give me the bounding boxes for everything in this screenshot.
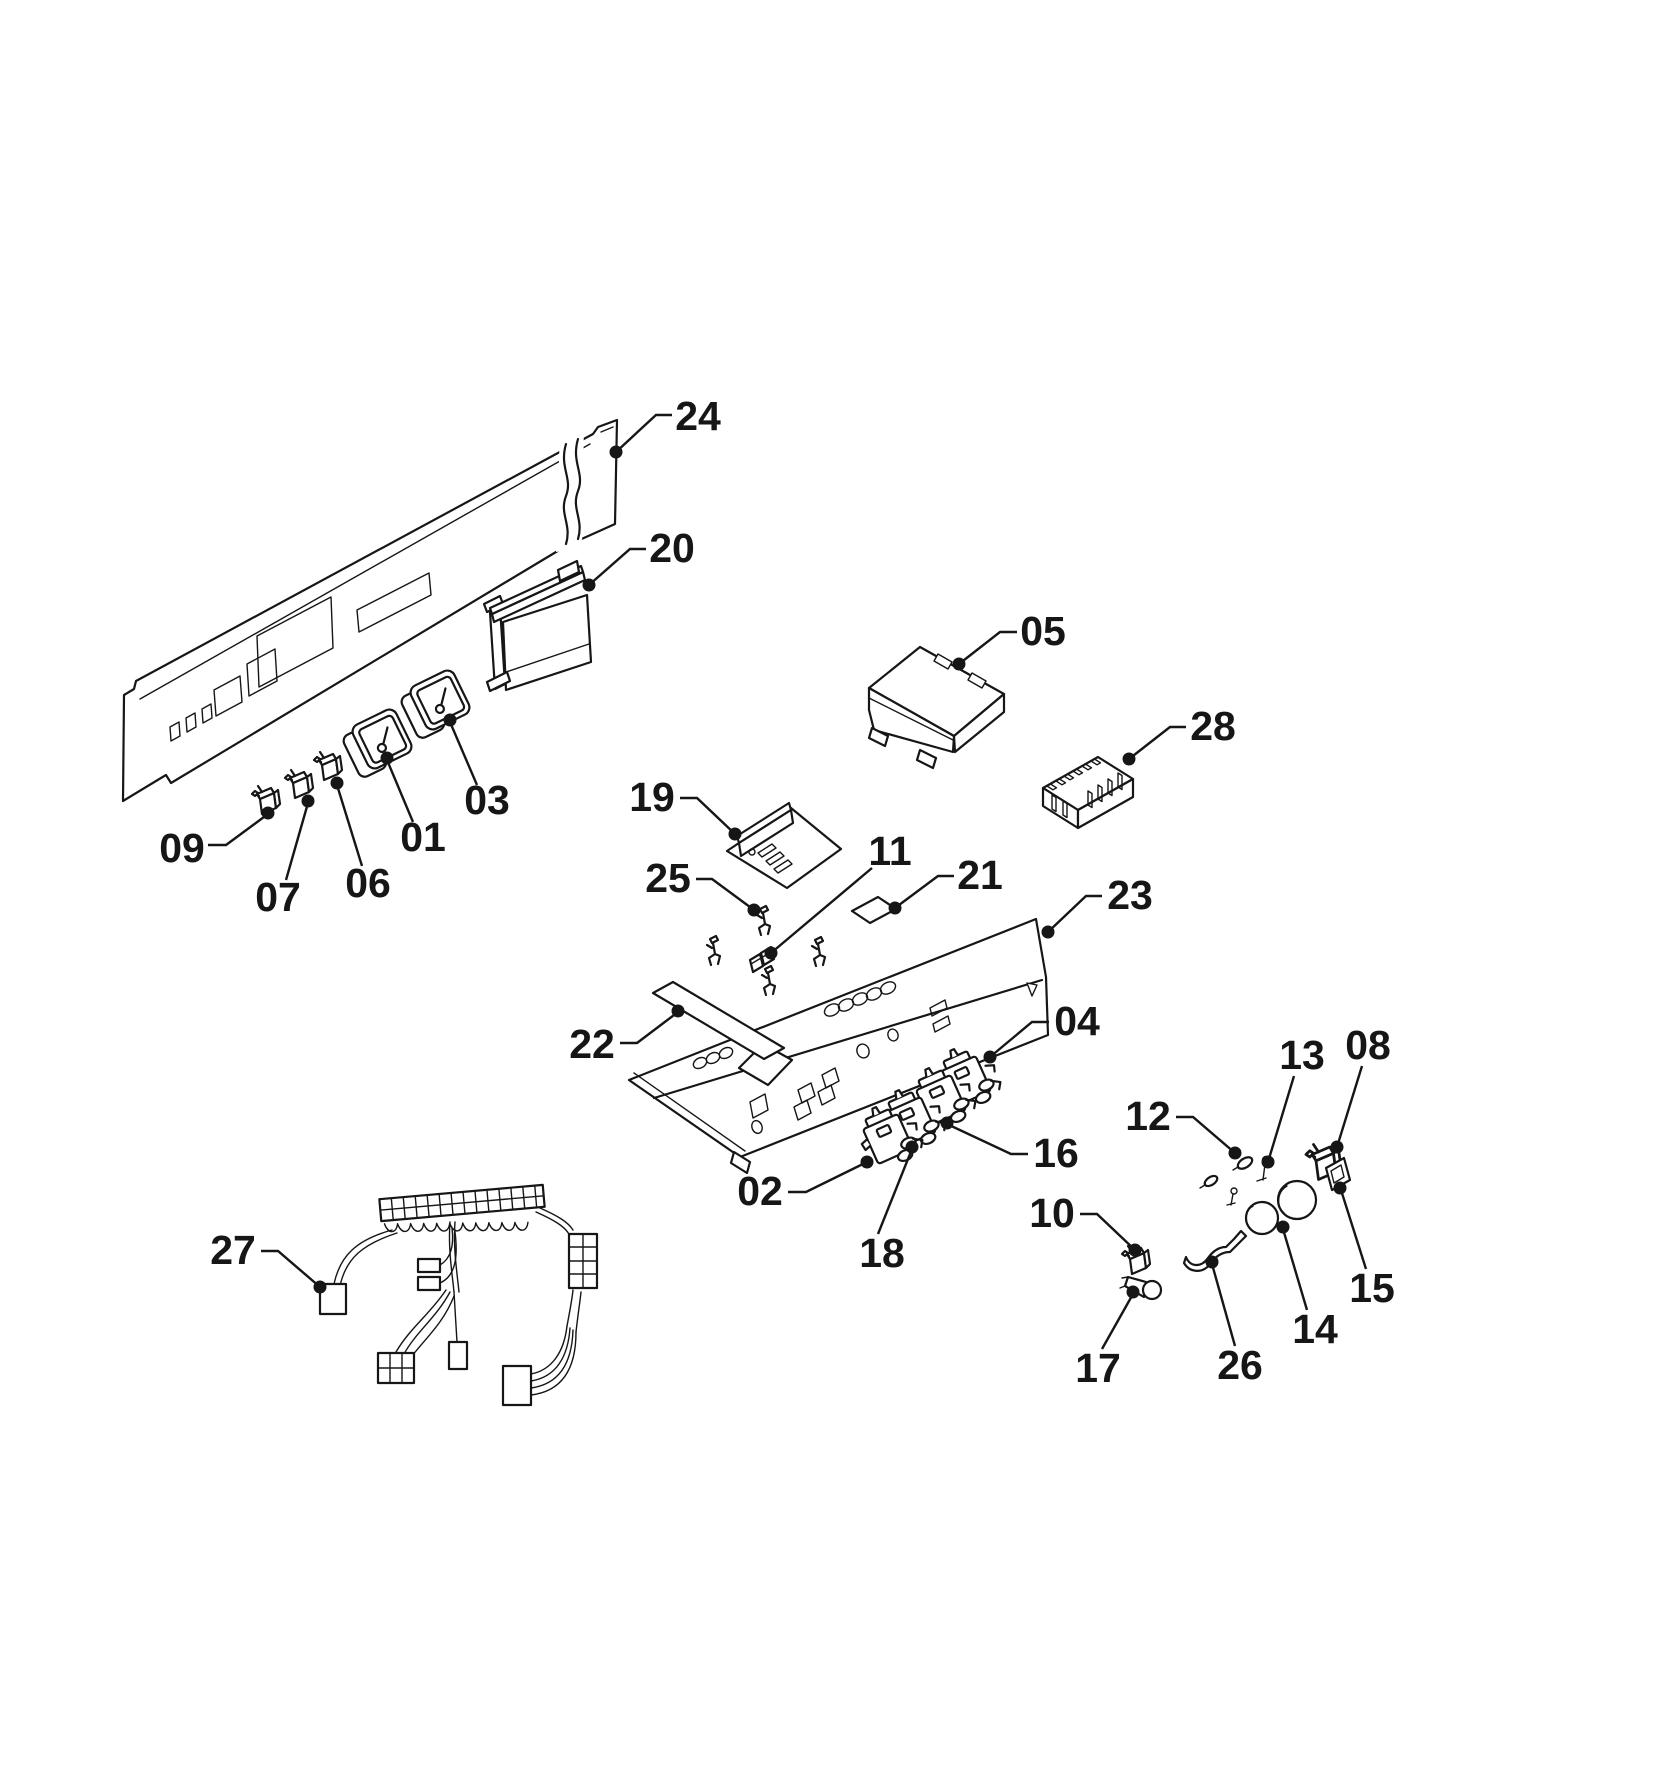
callout-06: 06: [330, 776, 391, 906]
callout-03: 03: [443, 713, 510, 823]
part-label-17: 17: [1075, 1345, 1121, 1391]
callout-07: 07: [255, 794, 315, 920]
part-label-25: 25: [645, 855, 691, 901]
part-26-bracket-strip: [1182, 1229, 1248, 1272]
part-label-05: 05: [1020, 608, 1066, 654]
callout-10: 10: [1029, 1190, 1142, 1257]
part-label-02: 02: [737, 1168, 783, 1214]
callout-23: 23: [1041, 872, 1153, 939]
part-22-trim-strip: [651, 980, 786, 1061]
callout-01: 01: [380, 751, 446, 860]
part-06-micro-switch: [312, 750, 344, 782]
part-label-19: 19: [629, 774, 675, 820]
clip: [705, 934, 722, 967]
callout-28: 28: [1122, 703, 1236, 766]
callout-19: 19: [629, 774, 742, 841]
part-label-07: 07: [255, 874, 301, 920]
part-05-module-box: [867, 645, 1006, 770]
part-label-10: 10: [1029, 1190, 1075, 1236]
callout-25: 25: [645, 855, 761, 917]
part-label-08: 08: [1345, 1022, 1391, 1068]
part-14-lens-pair: [1244, 1179, 1318, 1236]
callout-20: 20: [582, 525, 695, 592]
part-28-terminal-block: [1041, 755, 1135, 830]
callout-08: 08: [1330, 1022, 1391, 1154]
callout-09: 09: [159, 806, 275, 871]
part-label-15: 15: [1349, 1265, 1395, 1311]
part-label-21: 21: [957, 852, 1003, 898]
part-label-09: 09: [159, 825, 205, 871]
part-label-11: 11: [868, 828, 911, 874]
part-27-wiring-harness: [318, 1183, 599, 1407]
callout-04: 04: [983, 998, 1100, 1064]
callout-22: 22: [569, 1004, 685, 1067]
part-label-03: 03: [464, 777, 510, 823]
callout-21: 21: [888, 852, 1003, 915]
part-15-bracket: [1324, 1156, 1352, 1192]
callout-13: 13: [1261, 1032, 1325, 1169]
part-label-27: 27: [210, 1227, 256, 1273]
callout-14: 14: [1276, 1220, 1338, 1352]
part-label-04: 04: [1054, 998, 1100, 1044]
clip: [760, 964, 777, 997]
part-label-14: 14: [1292, 1306, 1338, 1352]
callout-02: 02: [737, 1155, 874, 1214]
callout-11: 11: [764, 828, 912, 960]
callout-18: 18: [859, 1140, 919, 1276]
callout-17: 17: [1075, 1285, 1140, 1391]
part-23-control-panel: [627, 917, 1050, 1175]
part-label-06: 06: [345, 860, 391, 906]
part-19-pcb-assembly: [725, 801, 843, 890]
part-label-20: 20: [649, 525, 695, 571]
part-label-01: 01: [400, 814, 446, 860]
part-label-23: 23: [1107, 872, 1153, 918]
part-label-12: 12: [1125, 1093, 1171, 1139]
callout-24: 24: [609, 393, 721, 459]
callout-16: 16: [940, 1116, 1079, 1176]
callout-05: 05: [952, 608, 1066, 671]
callout-15: 15: [1333, 1181, 1395, 1311]
part-label-26: 26: [1217, 1342, 1263, 1388]
part-01-key-button: [338, 705, 417, 781]
callout-27: 27: [210, 1227, 327, 1294]
part-12-lamp-bulbs: [1199, 1156, 1254, 1206]
part-label-28: 28: [1190, 703, 1236, 749]
clip: [810, 935, 827, 968]
part-label-24: 24: [675, 393, 721, 439]
part-03-key-button: [396, 666, 475, 742]
part-20-end-bracket: [482, 559, 593, 693]
callout-26: 26: [1205, 1255, 1263, 1388]
part-07-micro-switch: [283, 768, 315, 800]
callout-12: 12: [1125, 1093, 1242, 1160]
part-24-fascia-panel: [121, 418, 619, 803]
part-label-16: 16: [1033, 1130, 1079, 1176]
part-label-22: 22: [569, 1021, 615, 1067]
part-label-18: 18: [859, 1230, 905, 1276]
part-label-13: 13: [1279, 1032, 1325, 1078]
part-17-lamp: [1119, 1275, 1163, 1301]
